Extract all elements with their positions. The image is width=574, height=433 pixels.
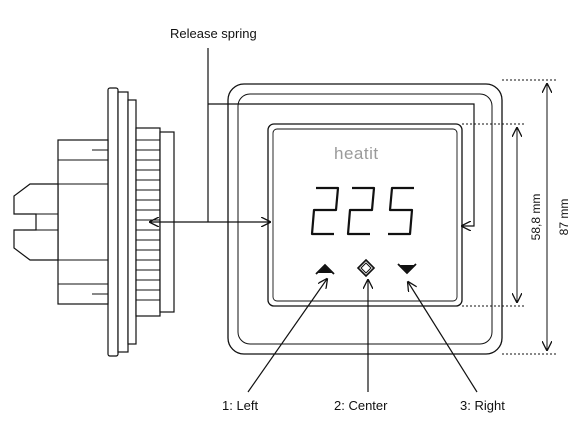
up-arrow-icon[interactable] [315, 263, 335, 275]
display-panel [267, 123, 463, 307]
seven-segment-display [310, 186, 414, 236]
frame-inset [237, 93, 493, 345]
inner-dimension-label: 58,8 mm [529, 193, 543, 241]
front-view [227, 83, 503, 355]
release-spring-leader [150, 48, 475, 226]
center-button-label: 2: Center [334, 398, 388, 413]
down-arrow-icon[interactable] [397, 263, 417, 275]
right-button-label: 3: Right [460, 398, 505, 413]
dimension-lines [462, 79, 556, 355]
side-view [13, 87, 175, 357]
left-button-label: 1: Left [222, 398, 259, 413]
side-frame-plate [107, 87, 119, 357]
brand-logo: heatit [334, 144, 379, 163]
side-connector [13, 183, 59, 261]
side-body [57, 139, 109, 305]
release-spring-label: Release spring [170, 26, 257, 41]
button-callouts [247, 279, 478, 393]
outer-frame [227, 83, 503, 355]
outer-dimension-label: 87 mm [557, 198, 571, 236]
diamond-icon[interactable] [356, 258, 376, 278]
